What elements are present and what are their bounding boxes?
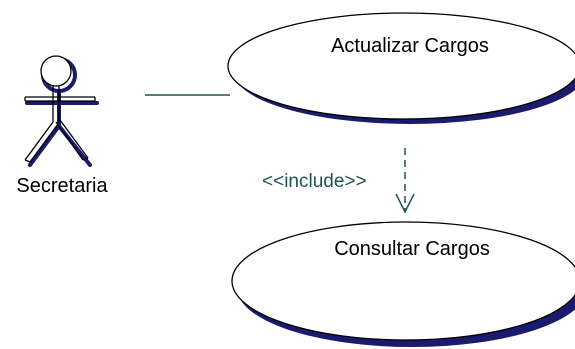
use-case-label: Consultar Cargos <box>334 238 490 260</box>
use-case-ellipse <box>231 221 575 341</box>
use-case-ellipse <box>227 12 575 120</box>
use-case-consultar-cargos[interactable]: Consultar Cargos <box>231 221 575 347</box>
include-relationship[interactable]: <<include>> <box>262 148 415 214</box>
actor-secretaria[interactable]: Secretaria <box>16 55 108 197</box>
actor-figure <box>24 55 96 163</box>
actor-label: Secretaria <box>16 175 108 197</box>
include-stereotype-label: <<include>> <box>262 171 367 192</box>
use-case-actualizar-cargos[interactable]: Actualizar Cargos <box>227 12 575 124</box>
use-case-label: Actualizar Cargos <box>331 35 489 57</box>
include-arrowhead <box>395 193 415 214</box>
